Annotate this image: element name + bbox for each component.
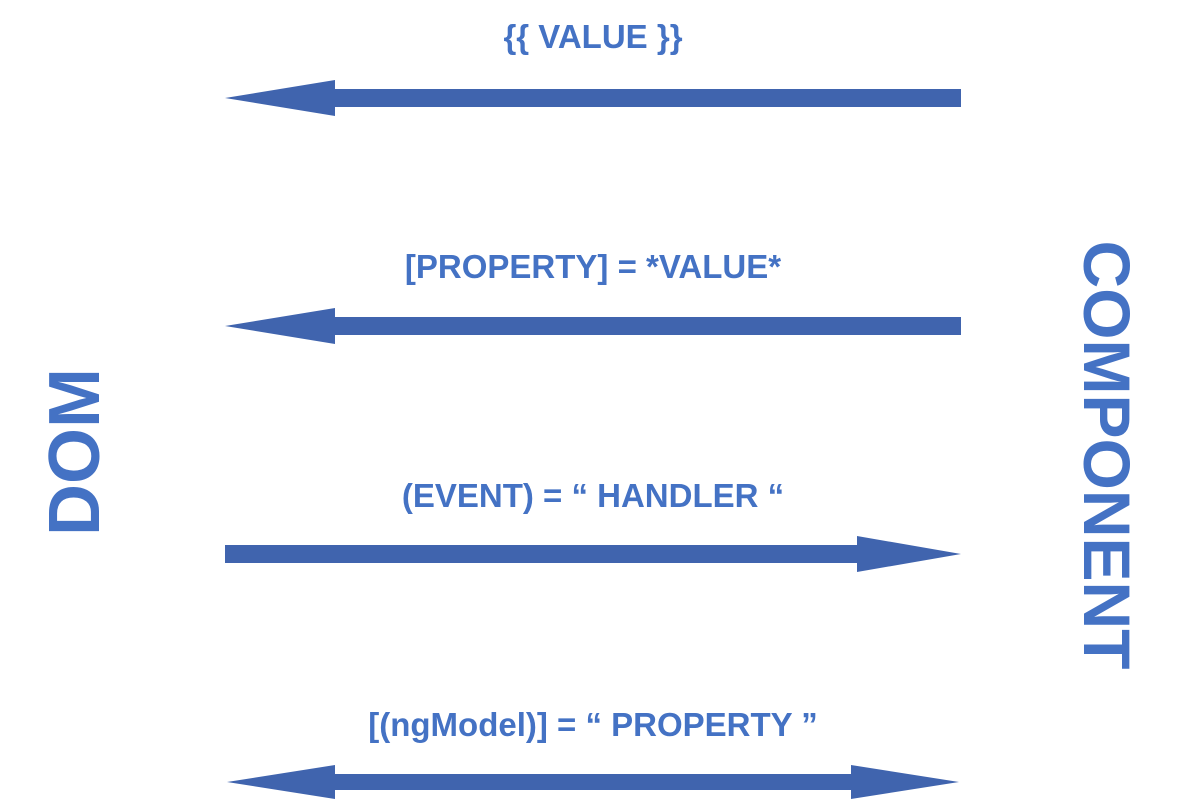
binding-label-two-way: [(ngModel)] = “ PROPERTY ” — [368, 706, 818, 743]
arrow-two-way-binding — [227, 765, 959, 799]
binding-label-interpolation: {{ VALUE }} — [503, 18, 683, 55]
component-label: COMPONENT — [1070, 240, 1144, 670]
binding-label-property: [PROPERTY] = *VALUE* — [404, 248, 782, 285]
arrow-interpolation — [225, 80, 961, 116]
dom-label: DOM — [35, 368, 115, 536]
binding-label-event: (EVENT) = “ HANDLER “ — [401, 477, 785, 514]
arrow-event-binding — [225, 536, 961, 572]
arrow-property-binding — [225, 308, 961, 344]
